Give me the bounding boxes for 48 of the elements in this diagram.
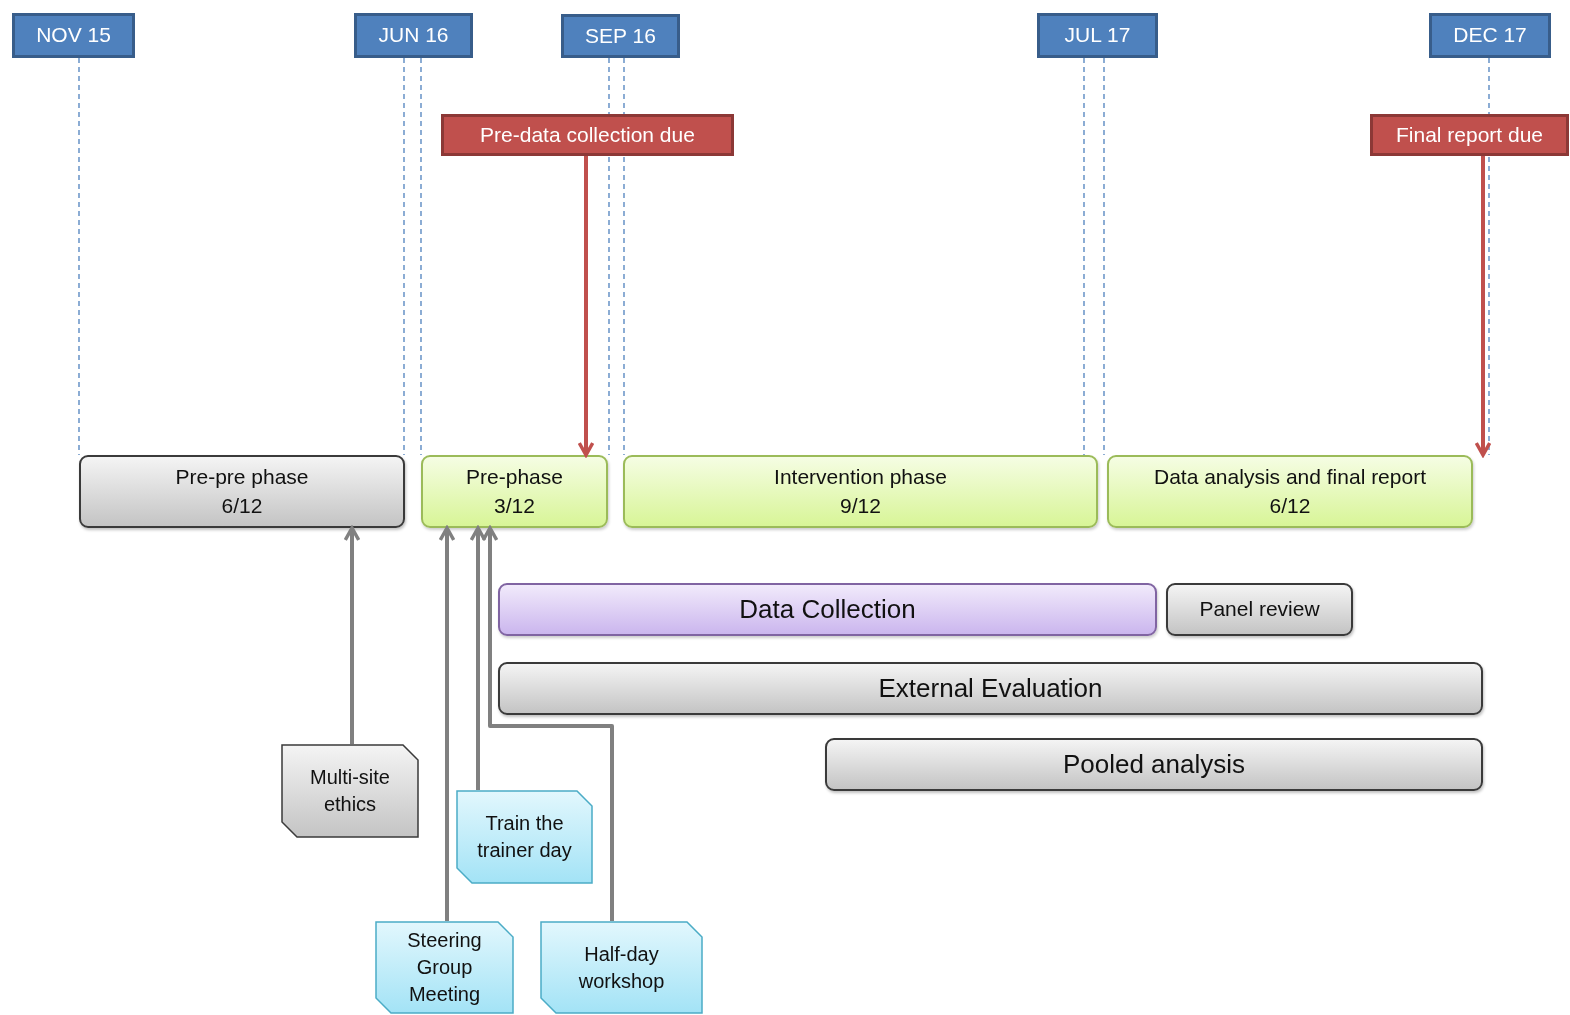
phase-box <box>421 455 608 528</box>
note-box <box>456 790 593 884</box>
date-tag <box>1429 13 1551 58</box>
phase-duration: 6/12 <box>1268 492 1312 519</box>
note-box <box>540 921 703 1014</box>
activity-bar <box>498 662 1483 715</box>
phase-label: Data analysis and final report <box>1153 464 1427 491</box>
phase-duration: 9/12 <box>839 492 882 519</box>
arrow <box>343 526 361 744</box>
note-box <box>375 921 514 1014</box>
note-text: Train the trainer day <box>476 811 573 863</box>
phase-box <box>79 455 405 528</box>
milestone-label: Pre-data collection due <box>479 121 696 148</box>
arrow <box>577 156 595 457</box>
date-tag <box>561 14 680 58</box>
arrow <box>469 526 487 790</box>
activity-label: External Evaluation <box>877 671 1104 705</box>
date-label: JUL 17 <box>1063 22 1132 49</box>
phase-label: Pre-phase <box>465 464 564 491</box>
arrow <box>1474 156 1492 457</box>
phase-label: Pre-pre phase <box>174 464 310 491</box>
date-tag <box>12 13 135 58</box>
activity-label: Pooled analysis <box>1061 747 1247 781</box>
date-label: JUN 16 <box>377 22 450 49</box>
phase-box <box>623 455 1098 528</box>
arrow <box>481 526 614 921</box>
activity-label: Panel review <box>1198 596 1321 623</box>
activity-bar <box>498 583 1157 636</box>
activity-label: Data Collection <box>738 592 917 626</box>
phase-label: Intervention phase <box>773 464 948 491</box>
activity-bar <box>825 738 1483 791</box>
date-tag <box>1037 13 1158 58</box>
milestone-box <box>1370 114 1569 156</box>
note-box <box>281 744 419 838</box>
note-text: Multi-site ethics <box>309 765 391 817</box>
note-text: Half-day workshop <box>577 941 666 994</box>
activity-bar <box>1166 583 1353 636</box>
date-tag <box>354 13 473 58</box>
milestone-box <box>441 114 734 156</box>
date-label: NOV 15 <box>35 22 112 49</box>
phase-duration: 6/12 <box>220 492 264 519</box>
arrow <box>438 526 456 921</box>
date-label: SEP 16 <box>584 22 657 49</box>
phase-duration: 3/12 <box>493 492 536 519</box>
phase-box <box>1107 455 1473 528</box>
milestone-label: Final report due <box>1394 121 1545 148</box>
date-label: DEC 17 <box>1452 22 1528 49</box>
note-text: Steering Group Meeting <box>406 928 483 1007</box>
